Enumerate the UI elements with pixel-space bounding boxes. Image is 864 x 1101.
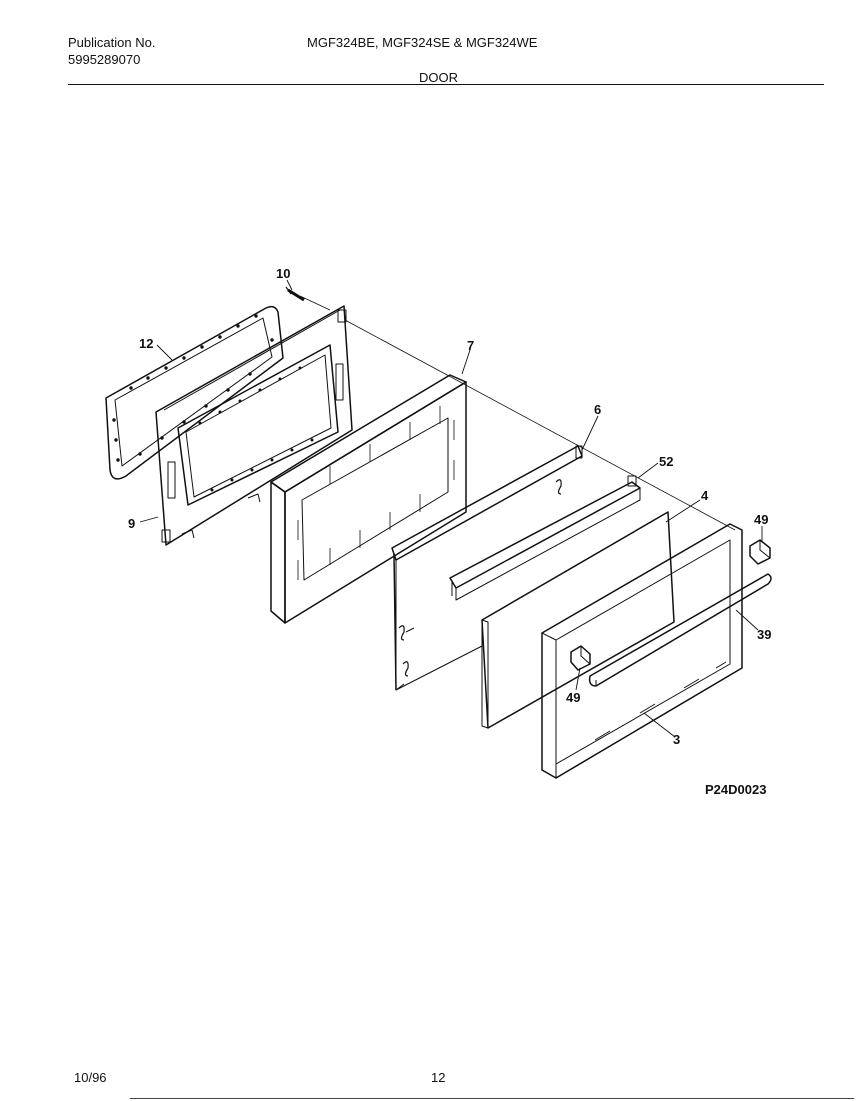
- callout-7: 7: [467, 338, 474, 353]
- handle-end-cap-part-49: [570, 539, 771, 671]
- callout-6: 6: [594, 402, 601, 417]
- leader-lines: [299, 295, 736, 531]
- header-rule: [68, 84, 824, 85]
- footer-date: 10/96: [74, 1070, 107, 1085]
- callout-3: 3: [673, 732, 680, 747]
- glass-frame-part-6: [391, 445, 583, 691]
- publication-label: Publication No.: [68, 35, 156, 50]
- callout-12: 12: [139, 336, 153, 351]
- screw-part-10: [285, 286, 305, 302]
- callout-52: 52: [659, 454, 673, 469]
- outer-door-frame-part-3: [541, 523, 743, 779]
- figure-code: P24D0023: [705, 782, 766, 797]
- callout-49-left: 49: [566, 690, 580, 705]
- inner-door-liner-part-9: [155, 305, 353, 546]
- callout-4: 4: [701, 488, 709, 503]
- door-handle-part-39: [588, 573, 772, 687]
- callout-leaders: [139, 279, 763, 738]
- footer-rule: [130, 1098, 854, 1099]
- callout-49-right: 49: [754, 512, 768, 527]
- publication-number: 5995289070: [68, 52, 141, 67]
- callout-9: 9: [128, 516, 135, 531]
- door-gasket-part-12: [105, 305, 284, 480]
- model-numbers: MGF324BE, MGF324SE & MGF324WE: [307, 35, 538, 50]
- callout-39: 39: [757, 627, 771, 642]
- door-insulation-part-7: [270, 374, 467, 624]
- door-glass-part-4: [481, 511, 675, 729]
- section-title: DOOR: [419, 70, 458, 85]
- page-number: 12: [431, 1070, 446, 1085]
- glass-retainer-part-52: [449, 475, 641, 601]
- callout-10: 10: [276, 266, 290, 281]
